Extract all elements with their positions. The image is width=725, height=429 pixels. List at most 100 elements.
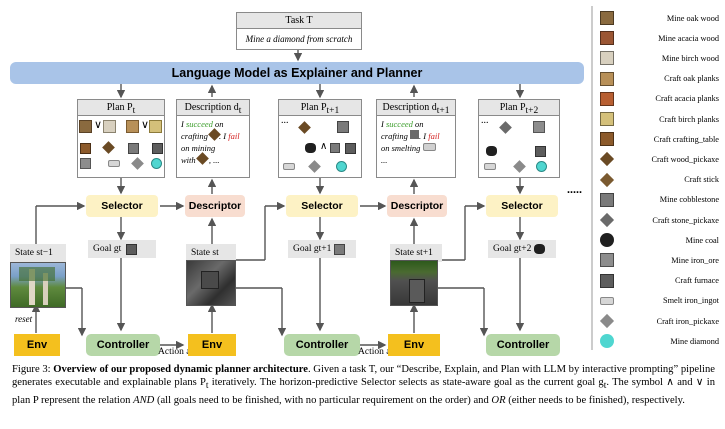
wood-pickaxe-icon	[599, 152, 615, 167]
legend-item: Mine iron_ore	[596, 250, 722, 270]
legend-label: Craft stick	[684, 175, 719, 185]
acacia-wood-icon	[600, 31, 614, 46]
oak-wood-icon	[600, 11, 614, 25]
legend-label: Mine diamond	[670, 336, 719, 346]
descriptor-t: Descriptor	[185, 195, 245, 217]
legend-item: Mine birch wood	[596, 48, 722, 68]
plan-dots: ...	[281, 115, 289, 126]
panel-description-dt: Description dt I succeed on crafting . I…	[176, 99, 250, 178]
legend-item: Mine diamond	[596, 331, 722, 351]
coal-icon	[305, 143, 316, 153]
legend-item: Mine coal	[596, 230, 722, 250]
legend-item: Craft acacia planks	[596, 89, 722, 109]
iron-ingot-icon	[283, 163, 295, 170]
diamond-icon	[536, 161, 547, 172]
descriptor-t1: Descriptor	[387, 195, 447, 217]
furnace-icon	[535, 146, 546, 157]
coal-icon	[600, 233, 614, 248]
legend-item: Mine cobblestone	[596, 190, 722, 210]
state-t1-screenshot	[390, 260, 438, 306]
legend-item: Craft oak planks	[596, 69, 722, 89]
env-t1: Env	[388, 334, 440, 356]
env-t: Env	[188, 334, 236, 356]
diamond-icon	[600, 334, 614, 349]
furnace-icon	[600, 273, 614, 288]
legend-label: Craft acacia planks	[655, 94, 719, 104]
legend-label: Craft stone_pickaxe	[652, 215, 719, 225]
diamond-icon	[151, 158, 162, 169]
state-t-screenshot	[186, 260, 236, 306]
panel-description-dt1-head: Description dt+1	[377, 100, 455, 116]
cobblestone-icon	[330, 143, 340, 153]
legend-item: Craft stone_pickaxe	[596, 210, 722, 230]
legend-label: Mine birch wood	[661, 53, 719, 63]
or-symbol: ∨	[94, 119, 103, 131]
panel-description-dt-head: Description dt	[177, 100, 249, 116]
legend-label: Craft furnace	[675, 276, 719, 286]
legend-item: Craft birch planks	[596, 109, 722, 129]
coal-icon	[534, 244, 546, 254]
legend-label: Smelt iron_ingot	[662, 296, 719, 306]
env-t-minus-1: Env	[14, 334, 60, 356]
oak-planks-icon	[126, 120, 139, 133]
selector-t: Selector	[86, 195, 158, 217]
stone-pickaxe-icon	[599, 212, 615, 228]
action-label-1: Action a	[158, 347, 191, 357]
or-symbol: ∨	[141, 119, 150, 131]
selector-t1: Selector	[286, 195, 358, 217]
panel-description-dt1: Description dt+1 I succeed on crafting .…	[376, 99, 456, 178]
iron-pickaxe-icon	[599, 313, 615, 329]
birch-wood-icon	[600, 51, 614, 66]
legend-label: Mine iron_ore	[671, 255, 719, 265]
iron-ore-icon	[533, 121, 545, 133]
iron-ingot-icon	[108, 160, 120, 167]
controller-t2: Controller	[486, 334, 560, 356]
legend-label: Mine acacia wood	[658, 33, 719, 43]
legend-label: Mine oak wood	[666, 13, 719, 23]
selector-t2: Selector	[486, 195, 558, 217]
legend-item: Mine acacia wood	[596, 28, 722, 48]
furnace-icon	[345, 143, 356, 154]
cobblestone-icon	[337, 121, 349, 133]
furnace-icon	[152, 143, 163, 154]
figure-caption: Figure 3: Overview of our proposed dynam…	[12, 364, 716, 406]
legend-label: Craft oak planks	[664, 74, 719, 84]
legend-label: Craft birch planks	[659, 114, 719, 124]
furnace-icon	[126, 243, 138, 255]
legend-item: Mine oak wood	[596, 8, 722, 28]
iron-ingot-icon	[600, 296, 614, 305]
language-model-bar: Language Model as Explainer and Planner	[10, 62, 584, 84]
stick-icon	[599, 172, 615, 187]
description-dt-text: I succeed on crafting . I fail on mining…	[181, 119, 240, 165]
task-body: Mine a diamond from scratch	[245, 34, 353, 44]
cobblestone-icon	[128, 143, 139, 154]
legend-item: Craft wood_pickaxe	[596, 149, 722, 169]
cobblestone-icon	[600, 192, 614, 207]
task-box: Task T Mine a diamond from scratch	[236, 12, 362, 50]
iron-ore-icon	[600, 253, 614, 268]
crafting-table-icon	[80, 143, 91, 154]
panel-plan-pt: Plan Pt	[77, 99, 165, 178]
description-dt1-text: I succeed on crafting . I fail on smelti…	[381, 119, 440, 165]
legend-item: Craft iron_pickaxe	[596, 311, 722, 331]
diamond-icon	[336, 161, 347, 172]
iron-ingot-icon	[484, 163, 496, 170]
controller-t1: Controller	[284, 334, 360, 356]
state-t-minus-1-screenshot	[10, 262, 66, 308]
legend-item: Craft furnace	[596, 271, 722, 291]
panel-plan-pt-head: Plan Pt	[78, 100, 164, 116]
reset-label: reset	[15, 314, 33, 324]
legend-item: Smelt iron_ingot	[596, 291, 722, 311]
oak-planks-icon	[600, 71, 614, 86]
task-title: Task T	[237, 13, 361, 29]
birch-planks-icon	[149, 120, 162, 133]
and-symbol: ∧	[320, 141, 328, 152]
coal-icon	[486, 146, 497, 156]
birch-planks-icon	[600, 112, 614, 126]
